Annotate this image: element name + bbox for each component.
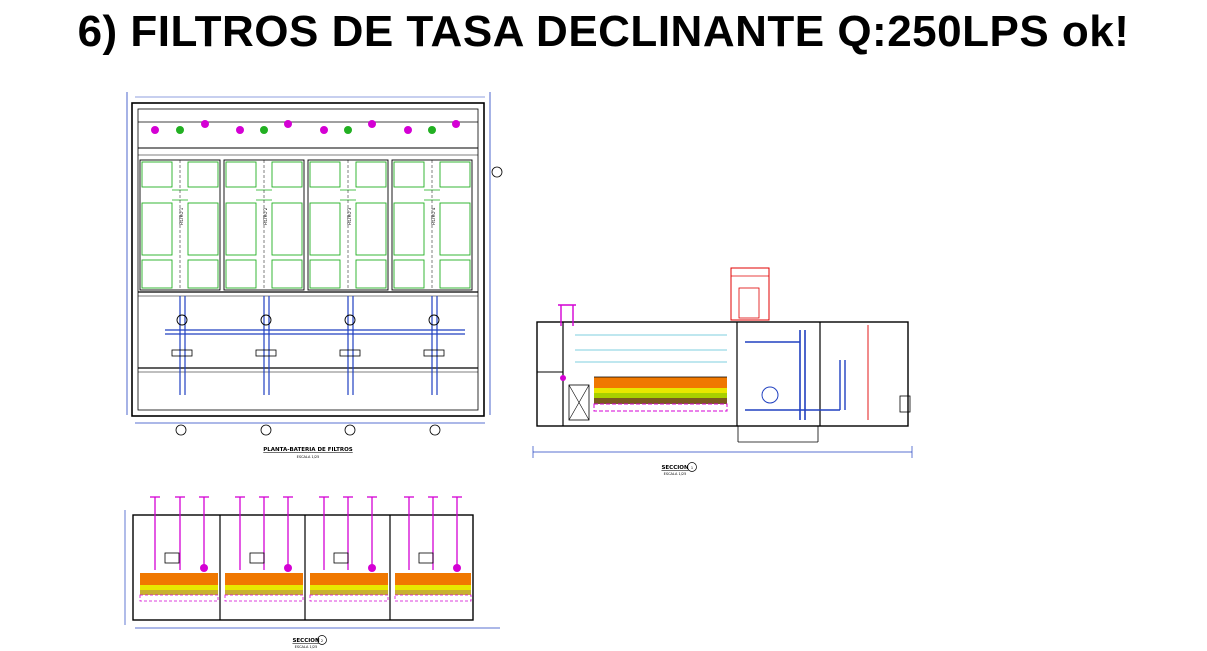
filter-bed-layers bbox=[139, 573, 472, 602]
transverse-section: SECCION ESCALA 1/25 2 bbox=[124, 496, 500, 649]
filter-cell-4 bbox=[391, 159, 473, 291]
plan-caption: PLANTA-BATERIA DE FILTROS bbox=[263, 447, 353, 453]
filter-cell-1 bbox=[139, 159, 221, 291]
backwash-risers bbox=[150, 496, 462, 570]
section-marker-number: 2 bbox=[321, 639, 323, 643]
filter-label: FILTRO 2 bbox=[263, 207, 268, 225]
longitudinal-section: SECCION ESCALA 1/25 1 bbox=[532, 267, 913, 476]
filter-cell-3 bbox=[307, 159, 389, 291]
section-trans-caption: SECCION bbox=[292, 638, 320, 644]
valve-markers bbox=[151, 120, 460, 134]
filter-label: FILTRO 3 bbox=[347, 207, 352, 225]
filter-label: FILTRO 1 bbox=[179, 207, 184, 225]
filter-battery-plan: FILTRO 1 FILTRO 2 FILTRO 3 FILTRO 4 bbox=[126, 92, 503, 459]
pipe-gallery bbox=[165, 296, 465, 395]
section-marker bbox=[687, 462, 697, 472]
plan-scale: ESCALA 1/25 bbox=[297, 455, 320, 459]
section-long-caption: SECCION bbox=[661, 465, 689, 471]
section-markers bbox=[175, 166, 503, 436]
section-marker bbox=[317, 635, 327, 645]
section-long-scale: ESCALA 1/25 bbox=[664, 472, 687, 476]
section-trans-scale: ESCALA 1/25 bbox=[295, 645, 318, 649]
page-title: 6) FILTROS DE TASA DECLINANTE Q:250LPS o… bbox=[77, 7, 1130, 56]
section-marker-number: 1 bbox=[691, 466, 693, 470]
filter-cell-2 bbox=[223, 159, 305, 291]
filter-label: FILTRO 4 bbox=[431, 207, 436, 225]
